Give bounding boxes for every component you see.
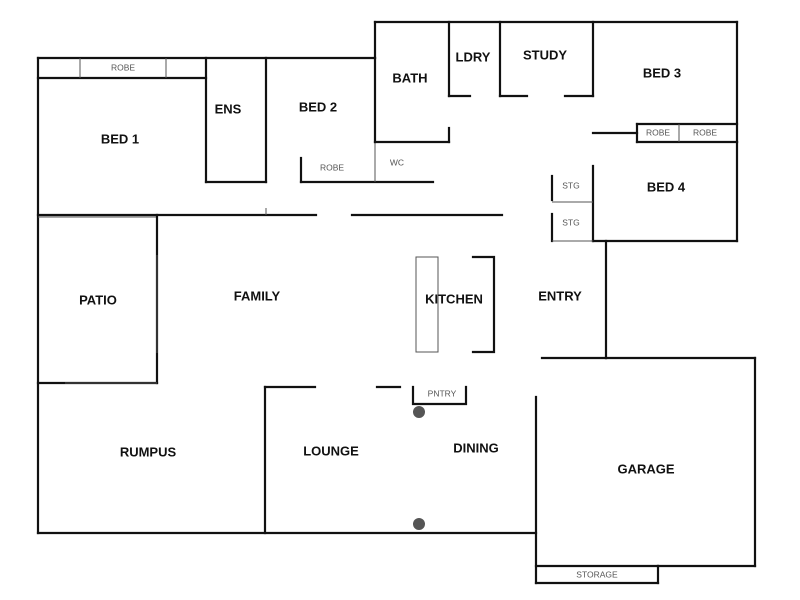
room-label-kitchen: KITCHEN xyxy=(425,291,483,306)
fixture-label-stg-b: STG xyxy=(562,217,579,227)
fixture-label-robe-bed1: ROBE xyxy=(111,62,135,72)
fixture-label-storage: STORAGE xyxy=(576,569,618,579)
fixture-label-robe-bed2: ROBE xyxy=(320,162,344,172)
room-label-bed4: BED 4 xyxy=(647,179,686,194)
room-label-ldry: LDRY xyxy=(456,49,491,64)
room-label-dining: DINING xyxy=(453,440,499,455)
room-label-study: STUDY xyxy=(523,47,567,62)
room-label-bed1: BED 1 xyxy=(101,131,139,146)
room-label-garage: GARAGE xyxy=(617,461,674,476)
walls xyxy=(36,20,757,585)
fixture-label-stg-a: STG xyxy=(562,180,579,190)
room-label-entry: ENTRY xyxy=(538,288,582,303)
room-label-bed2: BED 2 xyxy=(299,99,337,114)
room-label-patio: PATIO xyxy=(79,292,117,307)
room-label-bed3: BED 3 xyxy=(643,65,681,80)
room-label-lounge: LOUNGE xyxy=(303,443,359,458)
fixture-label-robe-bed3-a: ROBE xyxy=(646,127,670,137)
fixture-label-robe-bed3-b: ROBE xyxy=(693,127,717,137)
room-label-ens: ENS xyxy=(215,101,242,116)
room-label-rumpus: RUMPUS xyxy=(120,444,177,459)
room-label-family: FAMILY xyxy=(234,288,281,303)
post-top xyxy=(413,406,425,418)
fixture-label-pantry: PNTRY xyxy=(428,388,457,398)
room-label-bath: BATH xyxy=(392,70,427,85)
post-bottom xyxy=(413,518,425,530)
fixture-label-wc: WC xyxy=(390,157,404,167)
